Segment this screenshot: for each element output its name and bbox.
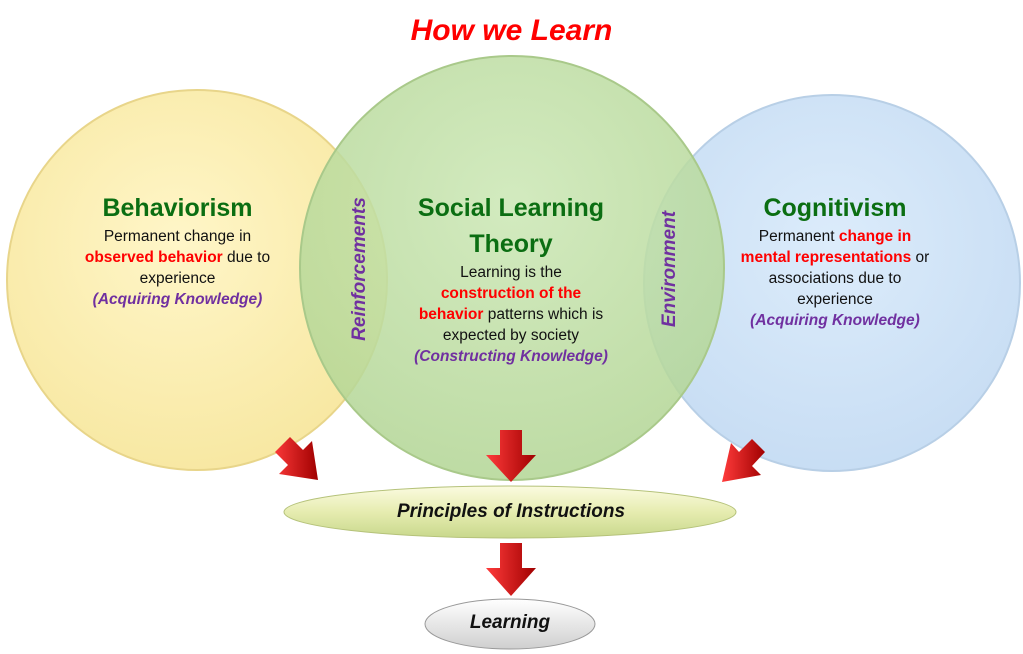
arrow-center (486, 430, 536, 482)
cognitivism-line4: experience (797, 291, 873, 308)
arrow-bottom (486, 543, 536, 596)
social-learning-block: Social Learning Theory Learning is the c… (395, 190, 627, 367)
social-heading-1: Social Learning (417, 194, 605, 222)
behaviorism-heading: Behaviorism (102, 194, 253, 222)
cognitivism-line3: associations due to (768, 270, 902, 287)
cognitivism-note: (Acquiring Knowledge) (750, 312, 920, 329)
social-line3: patterns which is (483, 306, 604, 323)
cognitivism-highlight-1: change in (838, 228, 912, 245)
social-highlight-1: construction of the (440, 285, 582, 302)
cognitivism-line2: or (911, 249, 930, 266)
behaviorism-line2: due to (222, 249, 271, 266)
behaviorism-block: Behaviorism Permanent change in observed… (60, 190, 295, 310)
principles-label: Principles of Instructions (396, 501, 626, 522)
social-highlight-2: behavior (418, 306, 484, 323)
arrow-left (272, 437, 318, 480)
behaviorism-highlight: observed behavior (84, 249, 223, 266)
behaviorism-line1: Permanent change in (103, 228, 252, 245)
social-line1: Learning is the (460, 264, 562, 281)
overlap-environment: Environment (659, 210, 680, 328)
cognitivism-highlight-2: mental representations (740, 249, 912, 266)
cognitivism-block: Cognitivism Permanent change in mental r… (715, 190, 955, 331)
social-line4: expected by society (442, 327, 580, 344)
learning-oval (424, 598, 596, 650)
social-note: (Constructing Knowledge) (414, 348, 608, 365)
cognitivism-line1: Permanent (758, 228, 839, 245)
behaviorism-line3: experience (139, 270, 216, 287)
arrow-right (722, 439, 765, 482)
page-title: How we Learn (410, 14, 613, 47)
behaviorism-note: (Acquiring Knowledge) (92, 291, 263, 308)
cognitivism-heading: Cognitivism (763, 194, 907, 222)
principles-oval (283, 485, 737, 539)
learning-label: Learning (469, 612, 551, 633)
social-heading-2: Theory (469, 230, 553, 258)
overlap-reinforcements: Reinforcements (349, 197, 370, 341)
